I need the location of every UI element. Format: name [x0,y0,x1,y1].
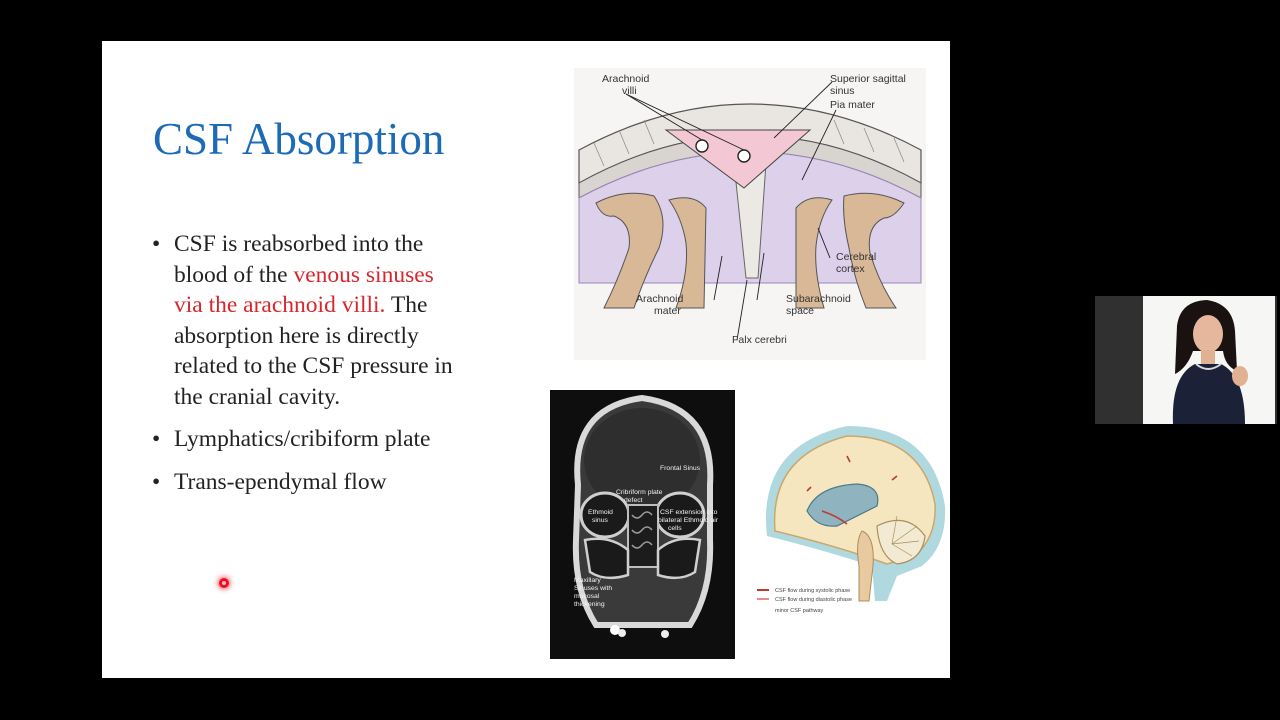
svg-text:space: space [786,305,814,317]
svg-text:villi: villi [622,85,637,97]
highlight-arachnoid-villi: via the arachnoid villi. [174,292,386,318]
bullet-list: CSF is reabsorbed into the blood of the … [152,229,522,509]
svg-text:mucosal: mucosal [574,593,600,600]
svg-text:cortex: cortex [836,263,865,275]
flow-legend: CSF flow during systolic phase CSF flow … [757,588,852,603]
svg-text:sinus: sinus [830,85,855,97]
svg-text:minor CSF pathway: minor CSF pathway [775,608,824,614]
bullet-item-trans-ependymal: Trans-ependymal flow [152,467,522,498]
bullet-item-reabsorption: CSF is reabsorbed into the blood of the … [152,229,522,412]
presentation-slide: CSF Absorption CSF is reabsorbed into th… [102,41,950,678]
slide-title: CSF Absorption [153,114,445,164]
svg-text:Maxillary: Maxillary [574,577,601,584]
svg-text:CSF extension into: CSF extension into [660,509,718,516]
highlight-venous-sinuses: venous sinuses [293,261,434,288]
svg-text:bilateral Ethmoid air: bilateral Ethmoid air [658,517,719,524]
svg-text:Cribriform plate: Cribriform plate [616,489,663,496]
svg-text:Pia mater: Pia mater [830,99,875,111]
svg-text:CSF flow during diastolic phas: CSF flow during diastolic phase [775,597,852,603]
brain-csf-flow-diagram: CSF flow during systolic phase CSF flow … [747,416,950,606]
svg-text:Ethmoid: Ethmoid [588,509,613,516]
laser-pointer-dot [219,578,229,588]
svg-text:sinus: sinus [592,517,608,524]
svg-text:Frontal Sinus: Frontal Sinus [660,465,701,472]
svg-text:Superior sagittal: Superior sagittal [830,73,906,85]
svg-text:mater: mater [654,305,681,317]
svg-text:Cerebral: Cerebral [836,251,876,263]
ct-scan-image: Frontal Sinus Cribriform plate defect CS… [550,390,735,659]
presenter-webcam-video [1095,296,1277,424]
svg-text:CSF flow during systolic phase: CSF flow during systolic phase [775,588,850,594]
svg-text:Arachnoid: Arachnoid [602,73,649,85]
bullet-item-lymphatics: Lymphatics/cribiform plate [152,424,522,455]
arachnoid-villi-diagram: Arachnoid villi Superior sagittal sinus … [574,68,926,360]
svg-text:cells: cells [668,525,682,532]
svg-text:Subarachnoid: Subarachnoid [786,293,851,305]
svg-text:defect: defect [624,497,643,504]
svg-text:Arachnoid: Arachnoid [636,293,683,305]
flow-legend-last-row: minor CSF pathway [775,608,824,614]
svg-text:Sinuses with: Sinuses with [574,585,612,592]
svg-text:thickening: thickening [574,601,605,608]
svg-text:Falx cerebri: Falx cerebri [732,334,787,346]
